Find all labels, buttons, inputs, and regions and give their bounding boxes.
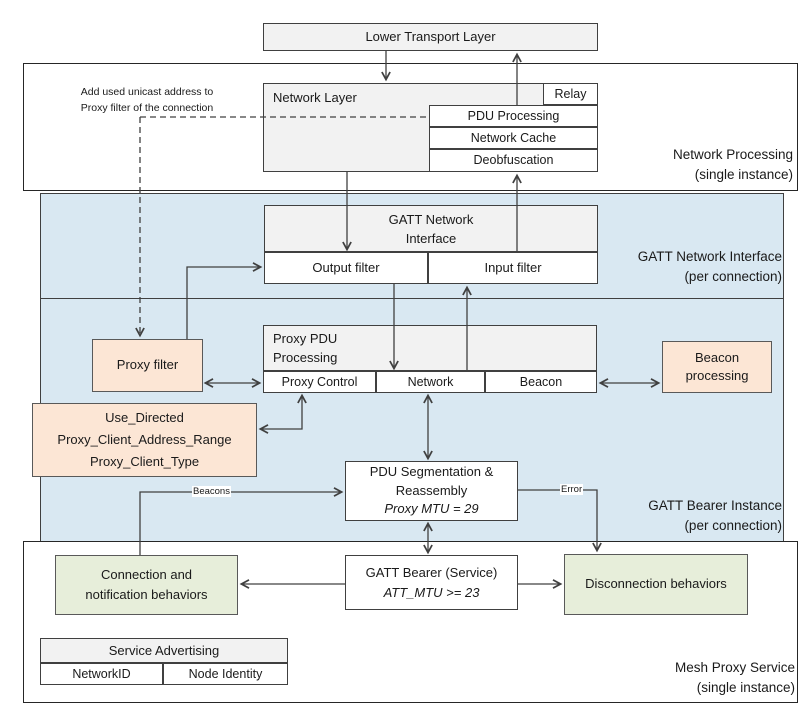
section-divider-line (40, 298, 784, 299)
annotation-add-unicast: Add used unicast address to Proxy filter… (58, 85, 236, 116)
node-identity-label: Node Identity (188, 667, 263, 681)
proxy-control-label: Proxy Control (281, 375, 358, 389)
beacon-processing-label-line2: processing (685, 368, 749, 383)
gatt-ni-label-line2: Interface (405, 231, 457, 246)
relay-label: Relay (554, 87, 587, 101)
connection-behaviors-box: Connection and notification behaviors (55, 555, 238, 615)
lower-transport-layer-box: Lower Transport Layer (263, 23, 598, 51)
input-filter-box: Input filter (428, 252, 598, 284)
annotation-line2: Proxy filter of the connection (80, 101, 214, 114)
gatt-ni-section-label-line2: (per connection) (684, 269, 782, 284)
network-layer-label: Network Layer (273, 90, 357, 105)
mesh-proxy-label-line2: (single instance) (696, 680, 795, 695)
output-filter-label: Output filter (312, 260, 380, 275)
output-filter-box: Output filter (264, 252, 428, 284)
use-directed-parameters-box: Use_Directed Proxy_Client_Address_Range … (32, 403, 257, 477)
beacons-edge-label: Beacons (192, 486, 231, 497)
pdu-processing-box: PDU Processing (429, 105, 598, 127)
network-id-label: NetworkID (72, 667, 131, 681)
deobfuscation-label: Deobfuscation (473, 153, 554, 167)
annotation-line1: Add used unicast address to (80, 86, 214, 98)
network-processing-label-line2: (single instance) (694, 167, 793, 182)
node-identity-cell: Node Identity (163, 663, 288, 685)
relay-box: Relay (543, 83, 598, 105)
gatt-ni-section-label-line1: GATT Network Interface (637, 249, 782, 264)
error-edge-label: Error (560, 484, 584, 495)
proxy-pdu-processing-box: Proxy PDU Processing (263, 325, 597, 371)
input-filter-label: Input filter (484, 260, 542, 275)
use-directed-label-line1: Use_Directed (105, 410, 184, 425)
pdu-seg-proxy-mtu: Proxy MTU = 29 (384, 501, 479, 517)
mesh-proxy-service-label: Mesh Proxy Service (single instance) (560, 658, 795, 698)
pdu-segmentation-box: PDU Segmentation & Reassembly Proxy MTU … (345, 461, 518, 521)
gatt-network-interface-box: GATT Network Interface (264, 205, 598, 252)
proxy-filter-label: Proxy filter (116, 357, 179, 372)
disconnection-behaviors-label: Disconnection behaviors (585, 576, 727, 591)
service-advertising-header: Service Advertising (40, 638, 288, 663)
gatt-bearer-section-label-line2: (per connection) (684, 518, 782, 533)
gatt-bearer-section-label-line1: GATT Bearer Instance (648, 498, 782, 513)
use-directed-label-line2: Proxy_Client_Address_Range (57, 432, 232, 447)
mesh-proxy-label-line1: Mesh Proxy Service (674, 660, 795, 675)
deobfuscation-box: Deobfuscation (429, 149, 598, 172)
gatt-bearer-instance-section-label: GATT Bearer Instance (per connection) (560, 496, 782, 536)
network-cache-label: Network Cache (470, 131, 557, 145)
pdu-seg-label-line2: Reassembly (395, 482, 468, 498)
beacon-cell-label: Beacon (519, 375, 563, 389)
proxy-control-cell: Proxy Control (263, 371, 376, 393)
lower-transport-layer-label: Lower Transport Layer (365, 29, 496, 44)
gatt-bearer-service-box: GATT Bearer (Service) ATT_MTU >= 23 (345, 555, 518, 610)
proxy-filter-box: Proxy filter (92, 339, 203, 392)
network-cell-label: Network (407, 375, 454, 389)
beacon-processing-box: Beacon processing (662, 341, 772, 393)
gatt-network-interface-section-label: GATT Network Interface (per connection) (560, 247, 782, 287)
network-cell: Network (376, 371, 485, 393)
network-processing-label-line1: Network Processing (672, 147, 793, 162)
beacon-cell: Beacon (485, 371, 597, 393)
pdu-processing-label: PDU Processing (467, 109, 560, 123)
beacon-processing-label-line1: Beacon (694, 350, 740, 365)
use-directed-label-line3: Proxy_Client_Type (89, 454, 200, 469)
connection-behaviors-label-line2: notification behaviors (85, 587, 208, 602)
disconnection-behaviors-box: Disconnection behaviors (564, 554, 748, 615)
service-advertising-label: Service Advertising (108, 643, 220, 658)
pdu-seg-label-line1: PDU Segmentation & (369, 464, 494, 480)
gatt-ni-label-line1: GATT Network (388, 212, 474, 227)
proxy-pdu-label-line1: Proxy PDU (273, 331, 338, 346)
gatt-bearer-label-line1: GATT Bearer (Service) (365, 564, 498, 580)
network-processing-label: Network Processing (single instance) (560, 145, 793, 185)
network-cache-box: Network Cache (429, 127, 598, 149)
proxy-pdu-label-line2: Processing (273, 350, 338, 365)
connection-behaviors-label-line1: Connection and (100, 567, 193, 582)
gatt-bearer-att-mtu: ATT_MTU >= 23 (383, 584, 480, 600)
network-id-cell: NetworkID (40, 663, 163, 685)
